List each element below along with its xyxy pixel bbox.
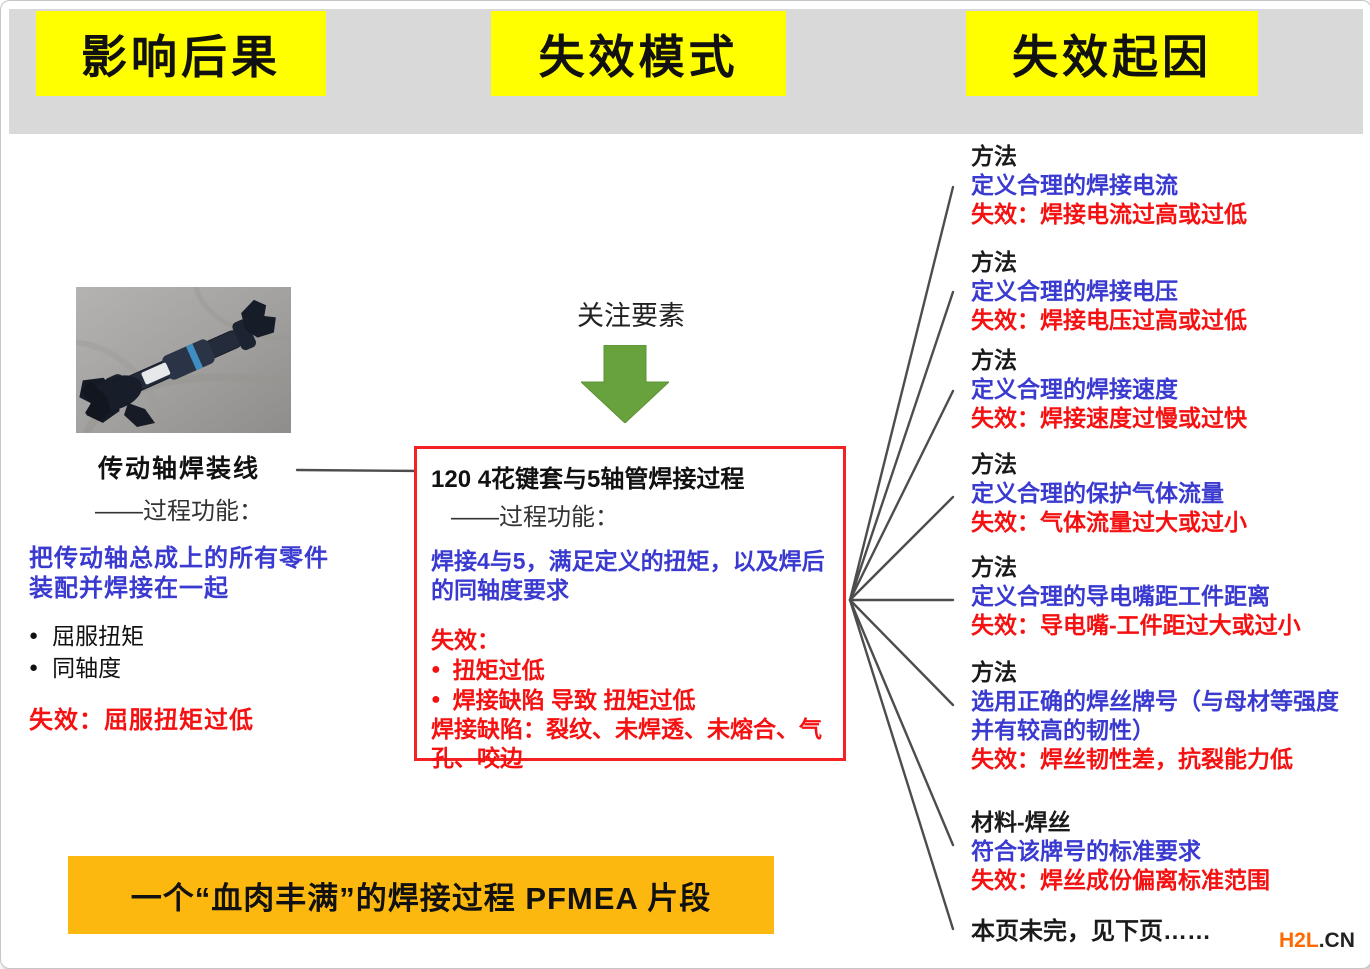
cause-line-1 <box>848 185 955 602</box>
down-arrow-icon <box>581 345 669 423</box>
cause-block-4: 方法 定义合理的保护气体流量 失效：气体流量过大或过小 <box>971 449 1359 537</box>
process-function-text: 把传动轴总成上的所有零件装配并焊接在一起 <box>29 545 329 602</box>
cause-category: 方法 <box>971 659 1017 685</box>
process-step-function-caption: ——过程功能： <box>451 504 619 531</box>
process-line-title: 传动轴焊装线 <box>97 455 260 483</box>
bullet-icon: ● <box>29 659 39 676</box>
cause-block-5: 方法 定义合理的导电嘴距工件距离 失效：导电嘴-工件距过大或过小 <box>971 552 1359 640</box>
cause-prevention: 定义合理的保护气体流量 <box>971 480 1224 506</box>
cause-category: 材料-焊丝 <box>971 809 1071 835</box>
header-failure-mode-label: 失效模式 <box>538 30 739 83</box>
watermark: H2L.CN <box>1279 929 1355 953</box>
cause-failure: 失效：焊丝成份偏离标准范围 <box>971 867 1270 893</box>
cause-category: 方法 <box>971 554 1017 580</box>
weld-defect-note: 焊接缺陷：裂纹、未焊透、未熔合、气孔、咬边 <box>431 716 822 771</box>
cause-prevention: 定义合理的焊接速度 <box>971 376 1178 402</box>
cause-prevention: 符合该牌号的标准要求 <box>971 838 1201 864</box>
failure-item-label: 扭矩过低 <box>452 657 545 683</box>
driveshaft-illustration <box>70 286 292 438</box>
failure-mode-box: 120 4花键套与5轴管焊接过程 ——过程功能： 焊接4与5，满足定义的扭矩，以… <box>414 446 846 771</box>
cause-prevention: 定义合理的导电嘴距工件距离 <box>971 583 1270 609</box>
header-failure-cause: 失效起因 <box>966 11 1258 96</box>
driveshaft-photo <box>70 286 292 438</box>
cause-block-6: 方法 选用正确的焊丝牌号（与母材等强度并有较高的韧性） 失效：焊丝韧性差，抗裂能… <box>971 657 1359 774</box>
requirement-item: ● 屈服扭矩 <box>29 620 359 652</box>
cause-failure: 失效：焊接电流过高或过低 <box>971 201 1247 227</box>
cause-failure: 失效：气体流量过大或过小 <box>971 509 1247 535</box>
bottom-banner-label: 一个“血肉丰满”的焊接过程 PFMEA 片段 <box>130 880 712 916</box>
failure-label: 失效： <box>431 627 500 653</box>
cause-category: 方法 <box>971 451 1017 477</box>
process-function-caption: ——过程功能： <box>95 498 263 525</box>
header-effects: 影响后果 <box>36 11 326 96</box>
requirement-item: ● 同轴度 <box>29 652 359 684</box>
cause-failure: 失效：焊接速度过慢或过快 <box>971 405 1247 431</box>
header-failure-mode: 失效模式 <box>491 11 786 96</box>
cause-prevention: 定义合理的焊接电压 <box>971 278 1178 304</box>
header-failure-cause-label: 失效起因 <box>1012 30 1212 83</box>
cause-line-2 <box>848 290 955 602</box>
cause-block-1: 方法 定义合理的焊接电流 失效：焊接电流过高或过低 <box>971 141 1359 229</box>
process-step-function-text: 焊接4与5，满足定义的扭矩，以及焊后的同轴度要求 <box>431 548 825 603</box>
cause-failure: 失效：焊接电压过高或过低 <box>971 307 1247 333</box>
cause-prevention: 选用正确的焊丝牌号（与母材等强度并有较高的韧性） <box>971 688 1339 743</box>
cause-category: 方法 <box>971 143 1017 169</box>
cause-block-3: 方法 定义合理的焊接速度 失效：焊接速度过慢或过快 <box>971 345 1359 433</box>
watermark-primary: H2L <box>1279 929 1319 952</box>
bullet-icon: ● <box>431 691 441 708</box>
cause-line-8 <box>848 598 955 931</box>
cause-category: 方法 <box>971 347 1017 373</box>
requirement-label: 屈服扭矩 <box>52 623 145 649</box>
cause-line-3 <box>848 389 955 602</box>
process-step-title: 120 4花键套与5轴管焊接过程 <box>431 466 745 493</box>
requirement-list: ● 屈服扭矩 ● 同轴度 <box>29 620 359 684</box>
failure-item-label: 焊接缺陷 导致 扭矩过低 <box>452 687 696 713</box>
cause-line-6 <box>848 598 955 707</box>
failure-item: ● 扭矩过低 <box>431 655 829 685</box>
watermark-secondary: .CN <box>1318 929 1355 952</box>
cause-category: 方法 <box>971 249 1017 275</box>
cause-failure: 失效：导电嘴-工件距过大或过小 <box>971 612 1301 638</box>
cause-line-4 <box>848 495 955 602</box>
continued-note: 本页未完，见下页…… <box>971 918 1211 945</box>
effects-section: 传动轴焊装线 ——过程功能： 把传动轴总成上的所有零件装配并焊接在一起 ● 屈服… <box>29 449 359 735</box>
effects-failure-text: 失效：屈服扭矩过低 <box>29 707 254 734</box>
requirement-label: 同轴度 <box>52 655 122 681</box>
failure-item: ● 焊接缺陷 导致 扭矩过低 <box>431 685 829 715</box>
bullet-icon: ● <box>29 627 39 644</box>
cause-block-2: 方法 定义合理的焊接电压 失效：焊接电压过高或过低 <box>971 247 1359 335</box>
cause-block-7: 材料-焊丝 符合该牌号的标准要求 失效：焊丝成份偏离标准范围 <box>971 807 1359 895</box>
cause-line-7 <box>848 598 955 847</box>
focus-element-label: 关注要素 <box>577 301 685 331</box>
header-effects-label: 影响后果 <box>81 30 281 83</box>
cause-failure: 失效：焊丝韧性差，抗裂能力低 <box>971 746 1293 772</box>
bullet-icon: ● <box>431 661 441 678</box>
bottom-banner: 一个“血肉丰满”的焊接过程 PFMEA 片段 <box>68 856 774 934</box>
cause-prevention: 定义合理的焊接电流 <box>971 172 1178 198</box>
